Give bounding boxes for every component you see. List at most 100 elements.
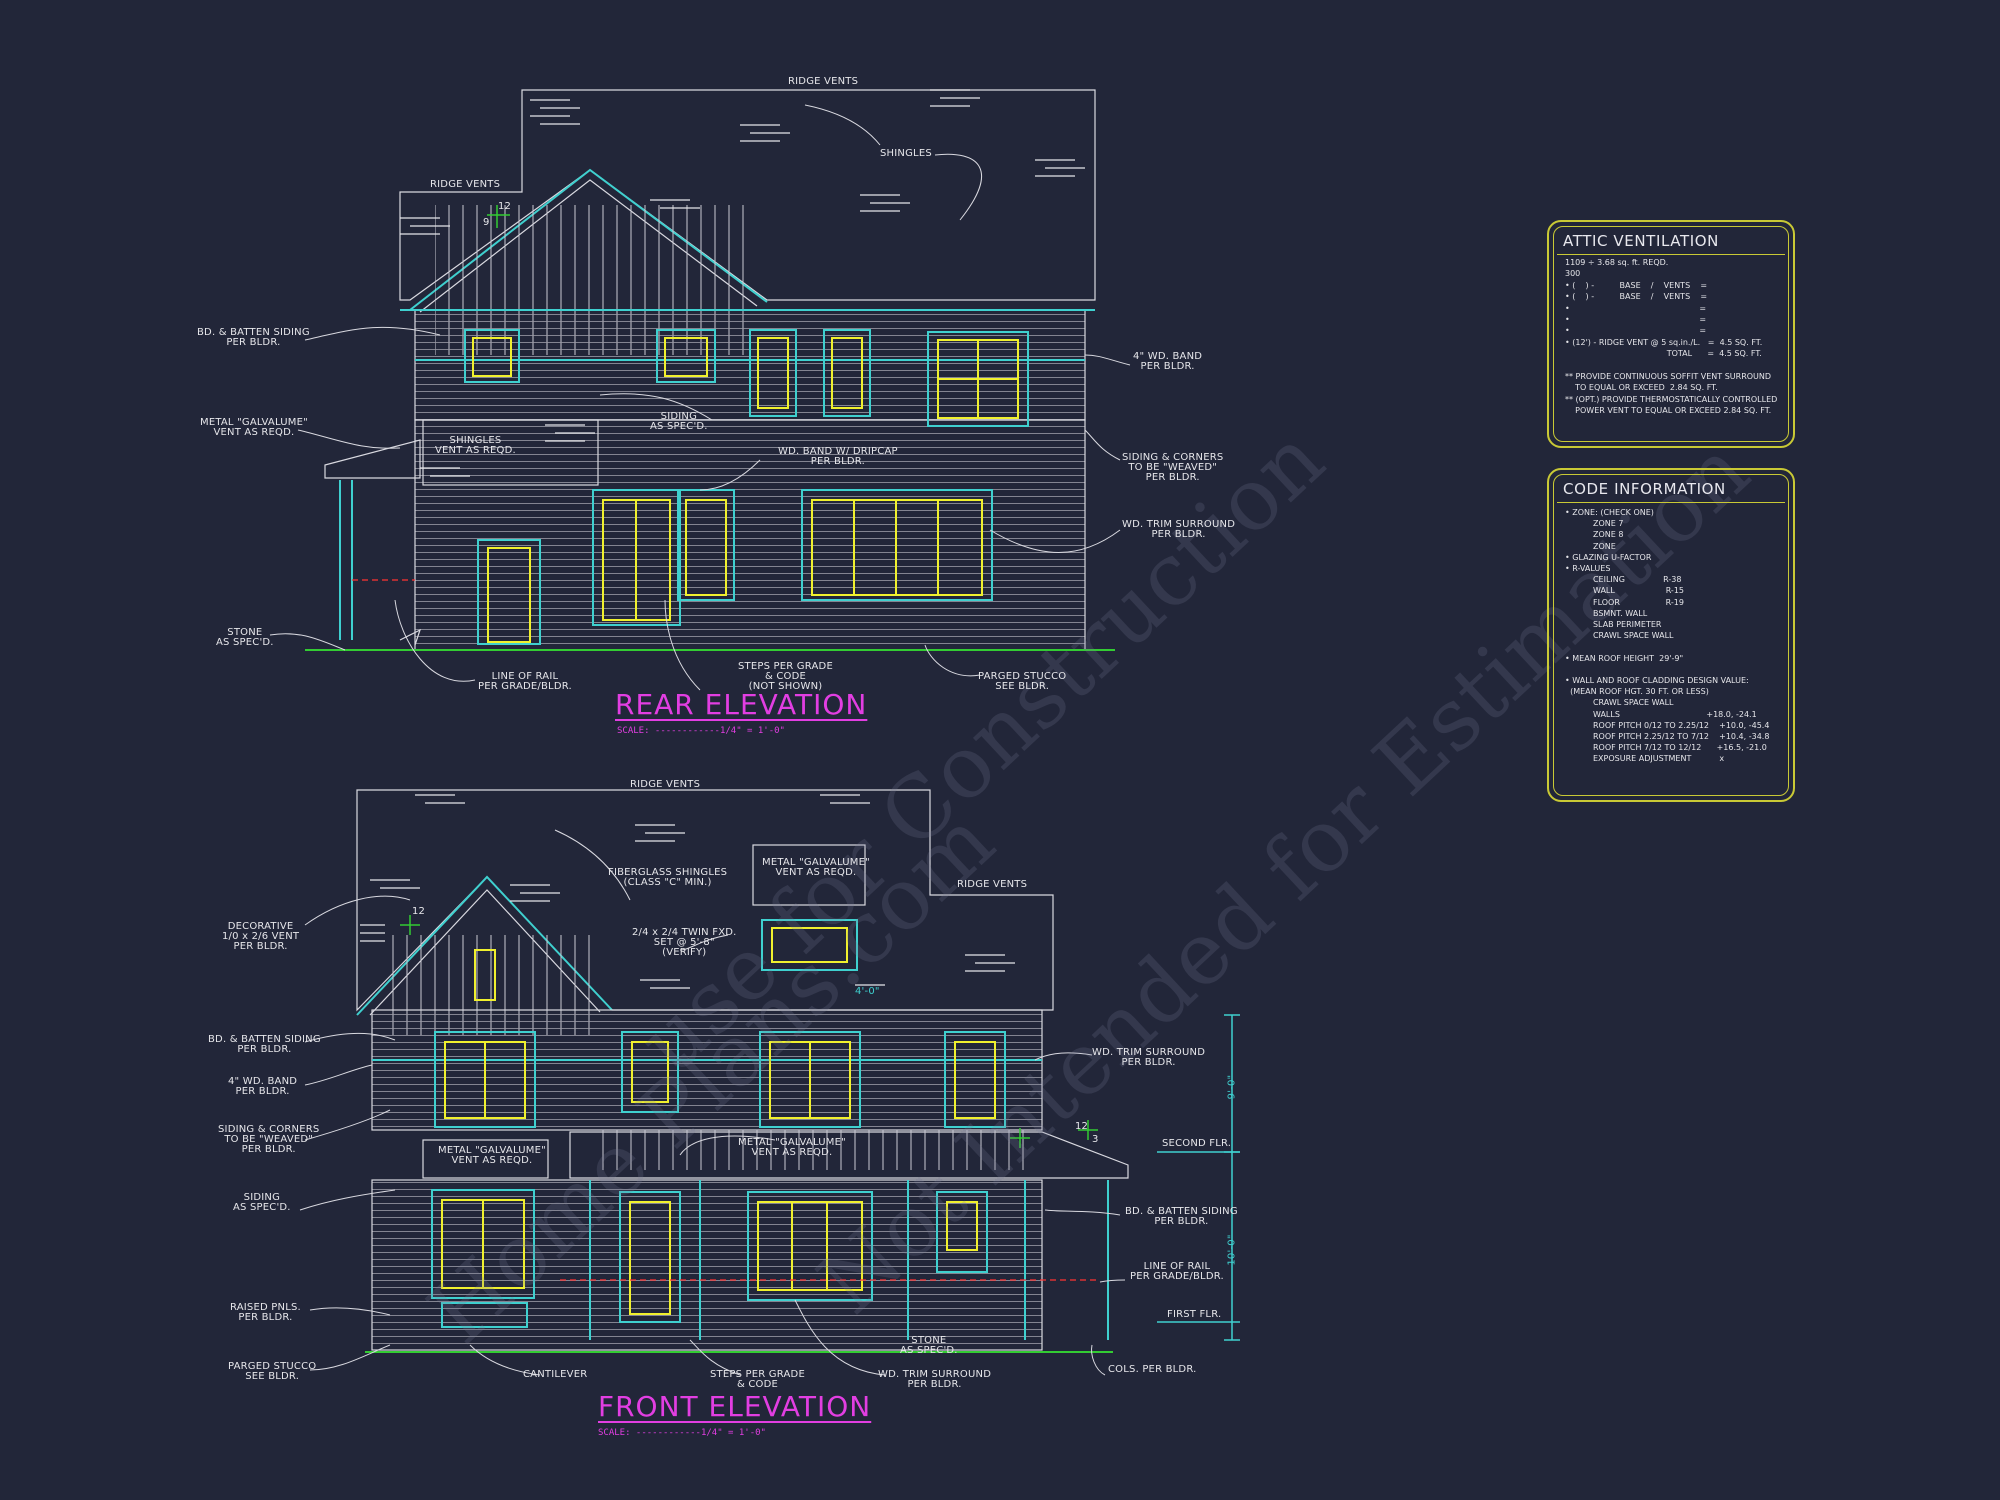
rear-label-wd-trim-surround: WD. TRIM SURROUND PER BLDR. — [1122, 519, 1236, 540]
code-line: • R-VALUES — [1565, 564, 1611, 573]
attic-line: • = — [1565, 315, 1707, 324]
rear-label-ridge-vents-left: RIDGE VENTS — [430, 179, 501, 190]
front-dim-upper: 9'-0" — [1226, 1074, 1238, 1100]
rear-lower-wall — [414, 419, 1086, 651]
front-label-cantilever: CANTILEVER — [523, 1369, 588, 1380]
front-elevation — [356, 789, 1240, 1353]
front-label-second-flr: SECOND FLR. — [1162, 1138, 1232, 1149]
rear-label-shingles-vent: SHINGLES VENT AS REQD. — [435, 435, 516, 456]
rear-label-wd-band-4in: 4" WD. BAND PER BLDR. — [1133, 351, 1203, 372]
front-label-metal-vent-mid: METAL "GALVALUME" VENT AS REQD. — [438, 1145, 546, 1166]
rear-label-metal-vent: METAL "GALVALUME" VENT AS REQD. — [200, 417, 308, 438]
rear-elevation-scale: SCALE: ------------1/4" = 1'-0" — [617, 726, 785, 736]
rear-door — [487, 547, 531, 643]
front-pitch-rise-porch: 3 — [1092, 1134, 1099, 1145]
code-line: ROOF PITCH 0/12 TO 2.25/12 +10.0, -45.4 — [1565, 720, 1770, 730]
front-label-siding-corners: SIDING & CORNERS TO BE "WEAVED" PER BLDR… — [218, 1124, 320, 1155]
leader-lines — [269, 104, 1131, 1376]
rear-pitch-rise: 9 — [483, 217, 490, 228]
code-line: • ZONE: (CHECK ONE) — [1565, 508, 1654, 517]
pitch-markers — [400, 205, 1098, 1148]
front-decorative-vent — [474, 949, 496, 1001]
rear-label-line-of-rail: LINE OF RAIL PER GRADE/BLDR. — [478, 671, 572, 692]
code-line: ZONE 8 — [1565, 530, 1624, 540]
rear-label-parged-stucco: PARGED STUCCO SEE BLDR. — [978, 671, 1067, 692]
attic-line: • = — [1565, 326, 1707, 336]
front-label-stone: STONE AS SPEC'D. — [900, 1335, 958, 1356]
front-label-raised-pnls: RAISED PNLS. PER BLDR. — [230, 1302, 301, 1323]
front-label-decorative-vent: DECORATIVE 1/0 x 2/6 VENT PER BLDR. — [222, 921, 300, 952]
attic-line: POWER VENT TO EQUAL OR EXCEED 2.84 SQ. F… — [1565, 406, 1772, 416]
rear-label-stone: STONE AS SPEC'D. — [216, 627, 274, 648]
attic-line: 300 — [1565, 269, 1581, 279]
front-dormer-window — [771, 927, 848, 963]
code-line: • MEAN ROOF HEIGHT 29'-9" — [1565, 653, 1684, 663]
front-dim-vent: 4'-0" — [855, 986, 880, 997]
front-label-metal-vent-top: METAL "GALVALUME" VENT AS REQD. — [762, 857, 870, 878]
code-line: FLOOR R-19 — [1565, 597, 1684, 607]
attic-line: ** (OPT.) PROVIDE THERMOSTATICALLY CONTR… — [1565, 394, 1778, 404]
front-label-wd-trim-surround-right: WD. TRIM SURROUND PER BLDR. — [1092, 1047, 1206, 1068]
front-label-bd-batten: BD. & BATTEN SIDING PER BLDR. — [208, 1034, 321, 1055]
code-line: (MEAN ROOF HGT. 30 FT. OR LESS) — [1565, 687, 1709, 697]
front-label-twin-fxd: 2/4 x 2/4 TWIN FXD. SET @ 5'-8" (VERIFY) — [632, 927, 737, 958]
front-upper-wall — [371, 1009, 1043, 1131]
code-line: SLAB PERIMETER — [1565, 620, 1662, 629]
code-line: ZONE 7 — [1565, 519, 1624, 529]
code-information-heading: CODE INFORMATION — [1563, 480, 1726, 498]
rear-pitch-run: 12 — [498, 201, 512, 212]
attic-line: • ( ) - BASE / VENTS = — [1565, 292, 1708, 302]
rear-label-ridge-vents-top: RIDGE VENTS — [788, 76, 859, 87]
rear-label-siding-corners: SIDING & CORNERS TO BE "WEAVED" PER BLDR… — [1122, 452, 1224, 483]
attic-ventilation-box: ATTIC VENTILATION 1109 ÷ 3.68 sq. ft. RE… — [1547, 220, 1795, 448]
front-label-first-flr: FIRST FLR. — [1167, 1309, 1222, 1320]
code-line: ZONE — [1565, 541, 1616, 551]
front-label-parged-stucco: PARGED STUCCO SEE BLDR. — [228, 1361, 317, 1382]
front-label-fiberglass-shingles: FIBERGLASS SHINGLES (CLASS "C" MIN.) — [608, 867, 728, 888]
code-information-box: CODE INFORMATION • ZONE: (CHECK ONE) ZON… — [1547, 468, 1795, 802]
code-line: CRAWL SPACE WALL — [1565, 698, 1674, 708]
code-line: BSMNT. WALL — [1565, 608, 1648, 618]
code-line: WALL R-15 — [1565, 586, 1684, 596]
front-label-ridge-vents-right: RIDGE VENTS — [957, 879, 1028, 890]
rear-label-shingles: SHINGLES — [880, 148, 932, 159]
attic-line: 1109 ÷ 3.68 sq. ft. REQD. — [1565, 258, 1669, 267]
front-label-line-of-rail: LINE OF RAIL PER GRADE/BLDR. — [1130, 1261, 1224, 1282]
front-dim-lower: 10'-0" — [1226, 1234, 1238, 1266]
rear-label-steps: STEPS PER GRADE & CODE (NOT SHOWN) — [738, 661, 833, 692]
front-label-wd-band-4in: 4" WD. BAND PER BLDR. — [228, 1076, 298, 1097]
front-label-bd-batten-right: BD. & BATTEN SIDING PER BLDR. — [1125, 1206, 1238, 1227]
attic-line: ** PROVIDE CONTINUOUS SOFFIT VENT SURROU… — [1565, 372, 1772, 381]
attic-line: • (12') - RIDGE VENT @ 5 sq.in./L. = 4.5… — [1565, 337, 1763, 347]
front-label-siding: SIDING AS SPEC'D. — [233, 1192, 291, 1213]
front-label-metal-vent-porch: METAL "GALVALUME" VENT AS REQD. — [738, 1137, 846, 1158]
attic-line: TOTAL = 4.5 SQ. FT. — [1565, 349, 1762, 359]
code-line: WALLS +18.0, -24.1 — [1565, 709, 1757, 719]
rear-elevation — [305, 89, 1115, 651]
code-line: EXPOSURE ADJUSTMENT x — [1565, 754, 1725, 764]
rear-upper-windows — [472, 337, 1019, 419]
code-line: • WALL AND ROOF CLADDING DESIGN VALUE: — [1565, 676, 1749, 685]
rear-label-siding: SIDING AS SPEC'D. — [650, 411, 708, 432]
code-line: CRAWL SPACE WALL — [1565, 631, 1674, 641]
front-pitch-run: 12 — [412, 906, 426, 917]
front-label-ridge-vents-top: RIDGE VENTS — [630, 779, 701, 790]
shingle-symbols — [360, 89, 1085, 989]
rear-label-bd-batten: BD. & BATTEN SIDING PER BLDR. — [197, 327, 310, 348]
attic-line: • ( ) - BASE / VENTS = — [1565, 280, 1708, 290]
rear-elevation-title: REAR ELEVATION — [615, 688, 868, 721]
code-line: • GLAZING U-FACTOR — [1565, 552, 1652, 562]
code-line: ROOF PITCH 2.25/12 TO 7/12 +10.4, -34.8 — [1565, 732, 1770, 741]
code-line: CEILING R-38 — [1565, 575, 1682, 585]
attic-line: TO EQUAL OR EXCEED 2.84 SQ. FT. — [1565, 383, 1718, 393]
attic-line: • = — [1565, 303, 1707, 313]
attic-ventilation-heading: ATTIC VENTILATION — [1563, 232, 1719, 250]
front-elevation-title: FRONT ELEVATION — [598, 1390, 872, 1423]
code-line: ROOF PITCH 7/12 TO 12/12 +16.5, -21.0 — [1565, 743, 1767, 753]
front-label-cols: COLS. PER BLDR. — [1108, 1364, 1197, 1375]
front-label-wd-trim-surround-bottom: WD. TRIM SURROUND PER BLDR. — [878, 1369, 992, 1390]
front-label-steps: STEPS PER GRADE & CODE — [710, 1369, 805, 1390]
front-elevation-scale: SCALE: ------------1/4" = 1'-0" — [598, 1428, 766, 1438]
front-pitch-run-porch: 12 — [1075, 1121, 1089, 1132]
